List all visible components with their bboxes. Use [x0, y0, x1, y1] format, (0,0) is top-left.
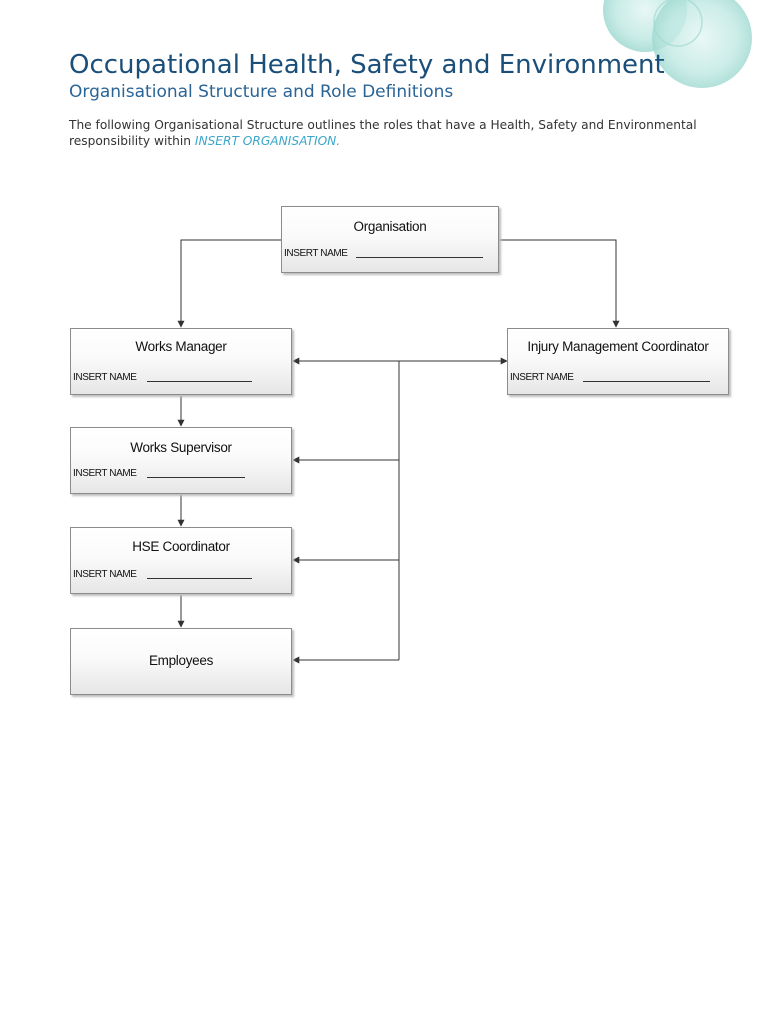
watercolor-circles-decoration — [603, 0, 752, 88]
works-manager-name-line — [147, 381, 252, 382]
injury-management-coordinator-box: Injury Management Coordinator INSERT NAM… — [507, 328, 729, 395]
page-title: Occupational Health, Safety and Environm… — [69, 50, 665, 80]
works-manager-name-label: INSERT NAME — [73, 372, 137, 383]
hse-coordinator-box: HSE Coordinator INSERT NAME — [70, 527, 292, 594]
page-subtitle: Organisational Structure and Role Defini… — [69, 82, 454, 102]
works-supervisor-name-line — [147, 477, 245, 478]
hse-coordinator-name-line — [147, 578, 252, 579]
intro-text: The following Organisational Structure o… — [69, 118, 697, 148]
hse-coordinator-name-label: INSERT NAME — [73, 569, 137, 580]
works-supervisor-box: Works Supervisor INSERT NAME — [70, 427, 292, 494]
employees-box: Employees — [70, 628, 292, 695]
injury-management-coordinator-name-line — [583, 381, 710, 382]
organisation-name-label: INSERT NAME — [284, 248, 348, 259]
injury-management-coordinator-name-label: INSERT NAME — [510, 372, 574, 383]
works-supervisor-name-label: INSERT NAME — [73, 468, 137, 479]
employees-role-title: Employees — [148, 653, 214, 668]
organisation-role-title: Organisation — [353, 219, 427, 234]
works-manager-box: Works Manager INSERT NAME — [70, 328, 292, 395]
organisation-box: Organisation INSERT NAME — [281, 206, 499, 273]
organisation-name-line — [356, 257, 483, 258]
organisation-placeholder: INSERT ORGANISATION. — [194, 134, 341, 148]
hse-coordinator-role-title: HSE Coordinator — [132, 539, 230, 554]
intro-paragraph: The following Organisational Structure o… — [69, 117, 709, 149]
injury-management-coordinator-role-title: Injury Management Coordinator — [527, 339, 709, 354]
connector-organisation-to-works-manager — [177, 239, 281, 328]
connector-organisation-to-injury-coordinator — [499, 239, 620, 328]
works-manager-role-title: Works Manager — [135, 339, 227, 354]
works-supervisor-role-title: Works Supervisor — [130, 440, 232, 455]
